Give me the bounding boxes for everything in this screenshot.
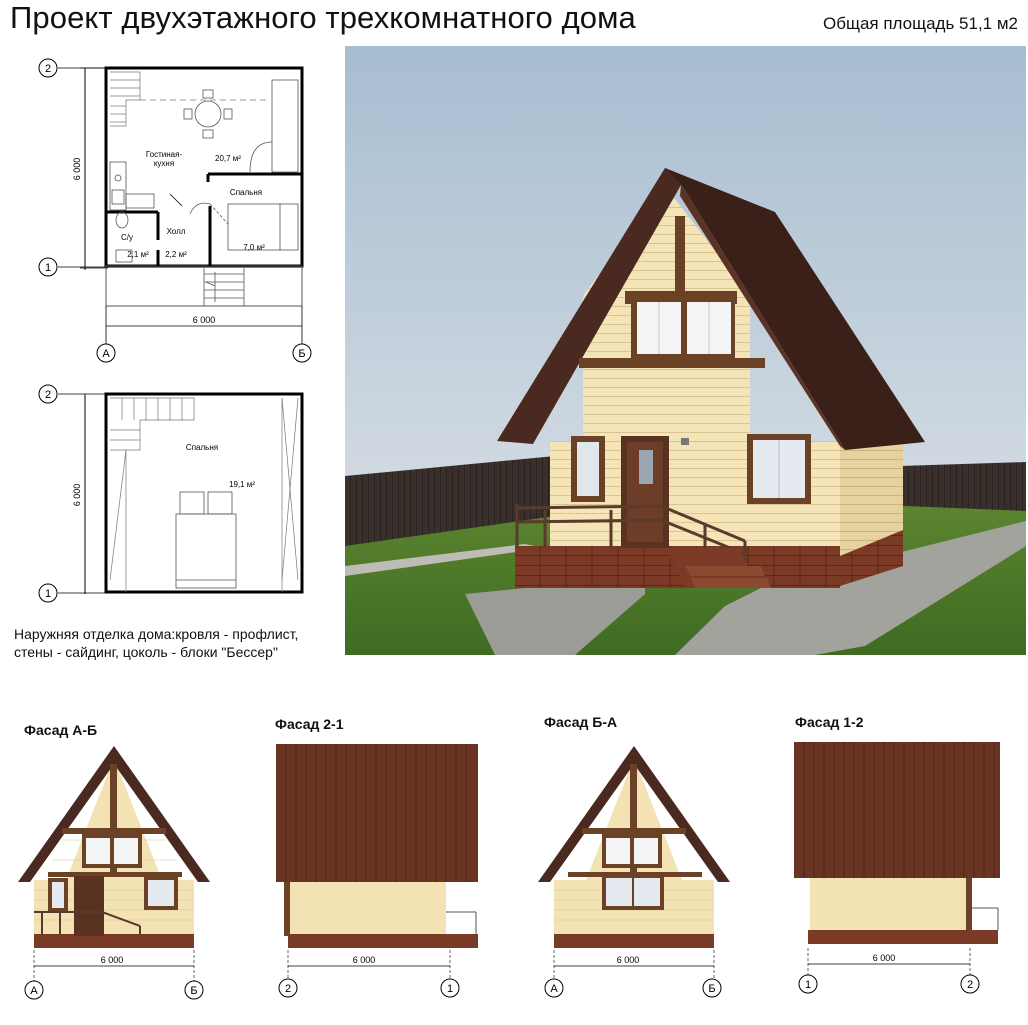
page-title: Проект двухэтажного трехкомнатного дома <box>10 0 636 35</box>
facade-axis-left: А <box>550 983 558 995</box>
axis-2: 2 <box>45 389 51 401</box>
facade-ab: 6 000 А Б <box>18 746 210 1000</box>
room-hall: Холл <box>167 227 186 236</box>
area-wc: 2,1 м² <box>127 250 149 259</box>
finish-note-line1: Наружняя отделка дома:кровля - профлист, <box>14 626 299 642</box>
house-render <box>345 46 1026 655</box>
total-area: Общая площадь 51,1 м2 <box>823 14 1018 33</box>
axis-a: А <box>102 348 110 360</box>
facade-axis-left: 2 <box>285 983 291 995</box>
facade-ba: 6 000 А Б <box>538 746 730 998</box>
room-bedroom: Спальня <box>230 188 262 197</box>
facade-label-21: Фасад 2-1 <box>275 716 344 732</box>
dim-horizontal: 6 000 <box>193 315 216 325</box>
facade-axis-right: Б <box>190 985 197 997</box>
facade-label-ab: Фасад А-Б <box>24 722 98 738</box>
area-bedroom: 19,1 м² <box>229 480 255 489</box>
dim-vertical: 6 000 <box>72 484 82 507</box>
area-living: 20,7 м² <box>215 154 241 163</box>
facade-label-12: Фасад 1-2 <box>795 714 864 730</box>
axis-2: 2 <box>45 63 51 75</box>
facade-axis-right: 1 <box>447 983 453 995</box>
room-living: Гостиная- <box>146 150 183 159</box>
first-floor-plan: 6 000 2 1 <box>38 58 312 363</box>
facade-label-ba: Фасад Б-А <box>544 714 618 730</box>
facade-axis-left: А <box>30 985 38 997</box>
facade-dim: 6 000 <box>617 955 640 965</box>
room-living-2: кухня <box>154 159 174 168</box>
facade-axis-left: 1 <box>805 979 811 991</box>
room-wc: С/у <box>121 233 133 242</box>
axis-b: Б <box>298 348 305 360</box>
dim-vertical: 6 000 <box>72 158 82 181</box>
room-bedroom: Спальня <box>186 443 218 452</box>
facade-dim: 6 000 <box>873 953 896 963</box>
facade-axis-right: 2 <box>967 979 973 991</box>
finish-note: Наружняя отделка дома:кровля - профлист,… <box>14 625 298 661</box>
facade-12: 6 000 1 2 <box>794 742 1000 994</box>
facade-dim: 6 000 <box>353 955 376 965</box>
second-floor-plan: 6 000 2 1 Спальня 19,1 м² <box>38 384 304 603</box>
axis-1: 1 <box>45 588 51 600</box>
facade-axis-right: Б <box>708 983 715 995</box>
area-bedroom: 7,0 м² <box>243 243 265 252</box>
facade-dim: 6 000 <box>101 955 124 965</box>
facade-21: 6 000 2 1 <box>276 744 478 998</box>
finish-note-line2: стены - сайдинг, цоколь - блоки "Бессер" <box>14 644 278 660</box>
area-hall: 2,2 м² <box>165 250 187 259</box>
axis-1: 1 <box>45 262 51 274</box>
